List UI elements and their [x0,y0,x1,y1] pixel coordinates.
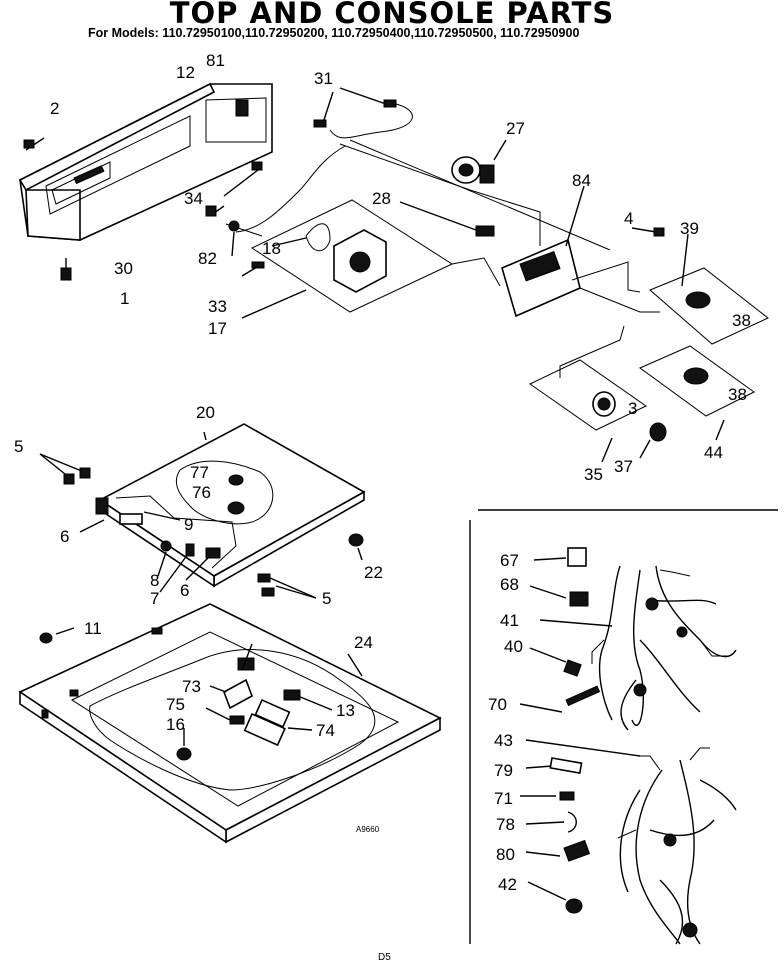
bumper-22 [348,533,364,561]
control-board-84 [501,185,585,318]
callout-37: 37 [614,457,633,476]
harness-parts [519,547,601,914]
callout-31: 31 [314,69,333,88]
callout-33: 33 [208,297,227,316]
callout-78: 78 [496,815,515,834]
screw-2 [23,137,45,151]
screw-4 [631,227,665,237]
callout-13: 13 [336,701,355,720]
callout-22: 22 [364,563,383,582]
drawing-code: A9660 [356,825,380,834]
callout-35: 35 [584,465,603,484]
callout-7: 7 [150,589,159,608]
wire-harness-41 [539,565,737,731]
callout-75: 75 [166,695,185,714]
timer-knob-27 [451,139,507,184]
screws-31 [235,87,413,233]
callout-43: 43 [494,731,513,750]
screw-1 [60,258,72,281]
callout-44: 44 [704,443,723,462]
lid-switch-parts [176,643,333,761]
callout-34: 34 [184,189,203,208]
callout-24: 24 [354,633,373,652]
callout-80: 80 [496,845,515,864]
callout-11: 11 [84,619,102,638]
callout-2: 2 [50,99,59,118]
plug-11 [39,627,75,644]
callout-6-left: 6 [60,527,69,546]
callout-8: 8 [150,571,159,590]
switch-38-upper [649,233,769,345]
callout-3: 3 [628,399,637,418]
page-title: TOP AND CONSOLE PARTS [169,0,615,30]
callout-27: 27 [506,119,525,138]
callout-6-right: 6 [180,581,189,600]
callout-20: 20 [196,403,215,422]
callout-28: 28 [372,189,391,208]
callout-30: 30 [114,259,133,278]
switch-35 [529,359,725,463]
connector-28 [399,201,495,237]
callout-70: 70 [488,695,507,714]
callout-4: 4 [624,209,633,228]
callout-5-upper: 5 [14,437,23,456]
wire-harness-43 [525,739,737,945]
callout-39: 39 [680,219,699,238]
model-list: For Models: 110.72950100,110.72950200, 1… [88,26,580,40]
callout-81: 81 [206,51,225,70]
callout-41: 41 [500,611,519,630]
relay-assembly-17 [225,199,454,319]
callout-38-lower: 38 [728,385,747,404]
harness-box [469,509,778,944]
page-number: D5 [378,952,391,963]
callout-79: 79 [494,761,513,780]
callout-5-lower: 5 [322,589,331,608]
callout-labels: 2 12 81 31 27 84 34 28 4 39 18 30 82 1 3… [14,51,751,963]
top-hinges [39,453,317,599]
switch-38-lower [639,345,755,417]
callout-76: 76 [192,483,211,502]
callout-74: 74 [316,721,335,740]
callout-9: 9 [184,515,193,534]
callout-42: 42 [498,875,517,894]
callout-17: 17 [208,319,227,338]
callout-82: 82 [198,249,217,268]
callout-16: 16 [166,715,185,734]
callout-40: 40 [504,637,523,656]
assembly-leader-lines [339,139,660,378]
console-panel [18,82,273,241]
callout-38-upper: 38 [732,311,751,330]
callout-1: 1 [120,289,129,308]
callout-18: 18 [262,239,281,258]
callout-77: 77 [190,463,209,482]
callout-12: 12 [176,63,195,82]
callout-84: 84 [572,171,591,190]
callout-73: 73 [182,677,201,696]
top-panel-20 [98,423,366,588]
callout-68: 68 [500,575,519,594]
screws-34-82-33 [205,161,265,277]
callout-67: 67 [500,551,519,570]
callout-71: 71 [494,789,513,808]
